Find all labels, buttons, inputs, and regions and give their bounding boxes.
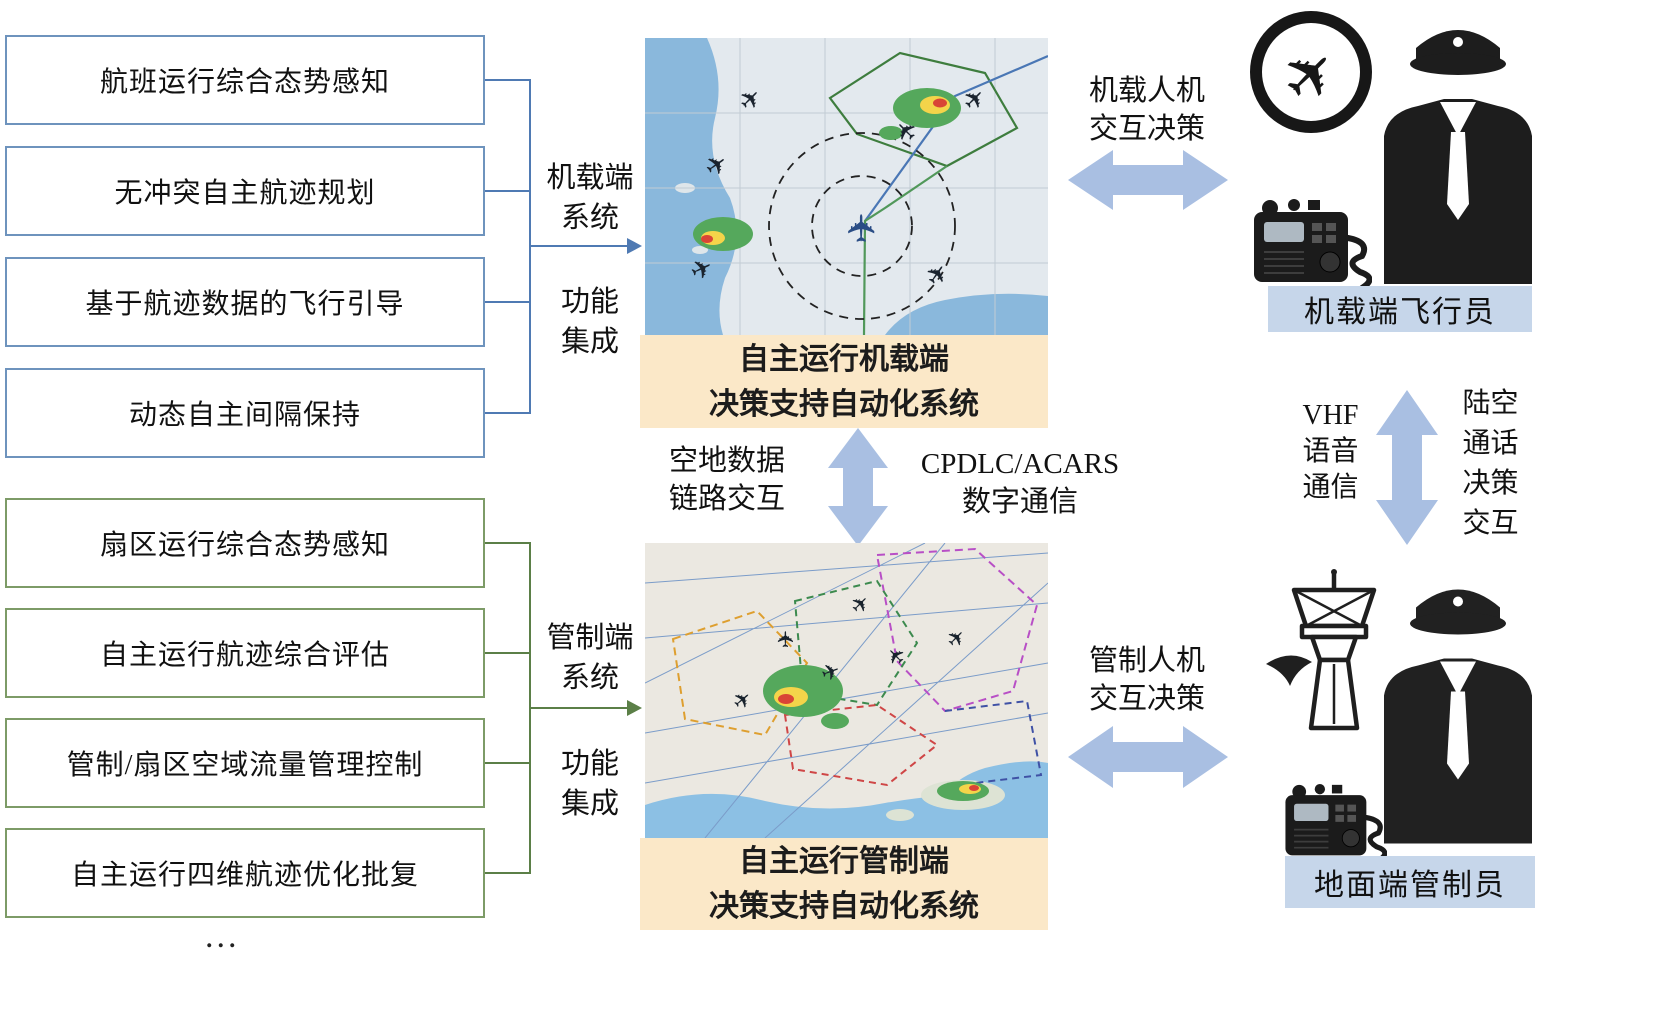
arrow-head-blue: [627, 238, 642, 254]
weather-cells: [693, 88, 961, 251]
control-function-label-4: 自主运行四维航迹优化批复: [70, 860, 419, 891]
arrow-head-green: [627, 700, 642, 716]
controller-role-label: 地面端管制员: [1285, 856, 1535, 908]
airborne-system-caption: 自主运行机载端 决策支持自动化系统: [640, 335, 1048, 428]
airborne-situation-display: ✈ ✈ ✈ ✈ ✈ ✈ ✈: [645, 38, 1048, 335]
connector-line: [485, 190, 530, 192]
airborne-hmi-label: 机载人机 交互决策: [1088, 75, 1205, 145]
connector-line: [485, 79, 530, 81]
aircraft-icon: ✈: [775, 630, 800, 648]
control-function-label-3: 管制/扇区空域流量管理控制: [66, 750, 424, 781]
vhf-voice-label: VHF 语音 通信: [1302, 400, 1359, 503]
airborne-function-box-3: 基于航迹数据的飞行引导: [5, 257, 485, 347]
pilot-caption: 机载端飞行员: [1304, 296, 1496, 329]
connector-line: [485, 301, 530, 303]
sector-boundary-magenta: [875, 547, 1039, 713]
control-function-label-1: 扇区运行综合态势感知: [99, 530, 390, 561]
airborne-function-box-4: 动态自主间隔保持: [5, 368, 485, 458]
airborne-function-label-4: 动态自主间隔保持: [128, 400, 361, 431]
control-tower-icon: [1266, 569, 1377, 731]
water-area: [885, 293, 1048, 335]
island: [692, 246, 708, 254]
connector-arrow-line: [529, 245, 629, 247]
airborne-integration-label: 功能 集成: [560, 286, 619, 358]
green-route-line: [862, 165, 948, 335]
control-integration-label: 功能 集成: [560, 748, 619, 820]
control-function-box-3: 管制/扇区空域流量管理控制: [5, 718, 485, 808]
airborne-function-label-1: 航班运行综合态势感知: [99, 67, 390, 98]
inner-range-ring: [811, 175, 913, 277]
airborne-function-label-3: 基于航迹数据的飞行引导: [85, 289, 405, 320]
radio-cord: [1363, 814, 1387, 862]
pilot-icon: [1384, 30, 1532, 284]
wing-icon: [1266, 655, 1312, 686]
ground-air-talk-label: 陆空 通话 决策 交互: [1462, 388, 1519, 539]
more-functions-ellipsis: ...: [205, 918, 240, 955]
airborne-function-box-2: 无冲突自主航迹规划: [5, 146, 485, 236]
airborne-function-label-2: 无冲突自主航迹规划: [114, 178, 376, 209]
control-function-label-2: 自主运行航迹综合评估: [99, 640, 390, 671]
control-function-box-2: 自主运行航迹综合评估: [5, 608, 485, 698]
datalink-label-right: CPDLC/ACARS 数字通信: [920, 448, 1120, 518]
controller-icon: [1384, 589, 1532, 844]
connector-line: [485, 652, 530, 654]
pilot-role-label: 机载端飞行员: [1268, 286, 1532, 332]
blue-track-line: [864, 54, 1048, 222]
vhf-radio-icon: [1285, 783, 1387, 862]
connector-line: [485, 762, 530, 764]
airborne-hmi-double-arrow: [1068, 150, 1228, 210]
sector-boundary-red: [783, 703, 939, 787]
vhf-radio-icon: [1254, 199, 1372, 288]
control-function-box-4: 自主运行四维航迹优化批复: [5, 828, 485, 918]
controller-caption: 地面端管制员: [1314, 869, 1506, 902]
control-system-label: 管制端 系统: [546, 622, 634, 694]
map-graticule: [645, 38, 1048, 335]
pilot-body: [1384, 99, 1532, 284]
sector-boundary-blue: [944, 699, 1043, 784]
datalink-label-left: 空地数据 链路交互: [668, 445, 785, 515]
control-hmi-label: 管制人机 交互决策: [1088, 645, 1205, 715]
radio-cord: [1345, 235, 1372, 288]
vhf-voice-double-arrow: [1376, 390, 1438, 545]
sector-boundary-green: [793, 579, 919, 707]
connector-line: [485, 412, 530, 414]
connector-line: [485, 542, 530, 544]
island: [886, 809, 914, 821]
airborne-system-label: 机载端 系统: [546, 162, 634, 234]
control-hmi-double-arrow: [1068, 726, 1228, 788]
controller-body: [1384, 658, 1532, 844]
control-situation-display: ✈ ✈ ✈ ✈ ✈ ✈: [645, 543, 1048, 838]
connector-arrow-line: [529, 707, 629, 709]
airplane-circle-icon: ✈: [1250, 11, 1372, 133]
airborne-function-box-1: 航班运行综合态势感知: [5, 35, 485, 125]
controller-cap-icon: [1410, 589, 1506, 635]
pilot-cap-icon: [1410, 30, 1506, 75]
outer-range-ring: [768, 132, 956, 320]
control-function-box-1: 扇区运行综合态势感知: [5, 498, 485, 588]
weather-cells: [763, 665, 989, 801]
datalink-double-arrow: [828, 428, 888, 546]
ownship-aircraft-icon: ✈: [840, 212, 884, 244]
control-system-caption: 自主运行管制端 决策支持自动化系统: [640, 838, 1048, 930]
connector-line: [485, 872, 530, 874]
